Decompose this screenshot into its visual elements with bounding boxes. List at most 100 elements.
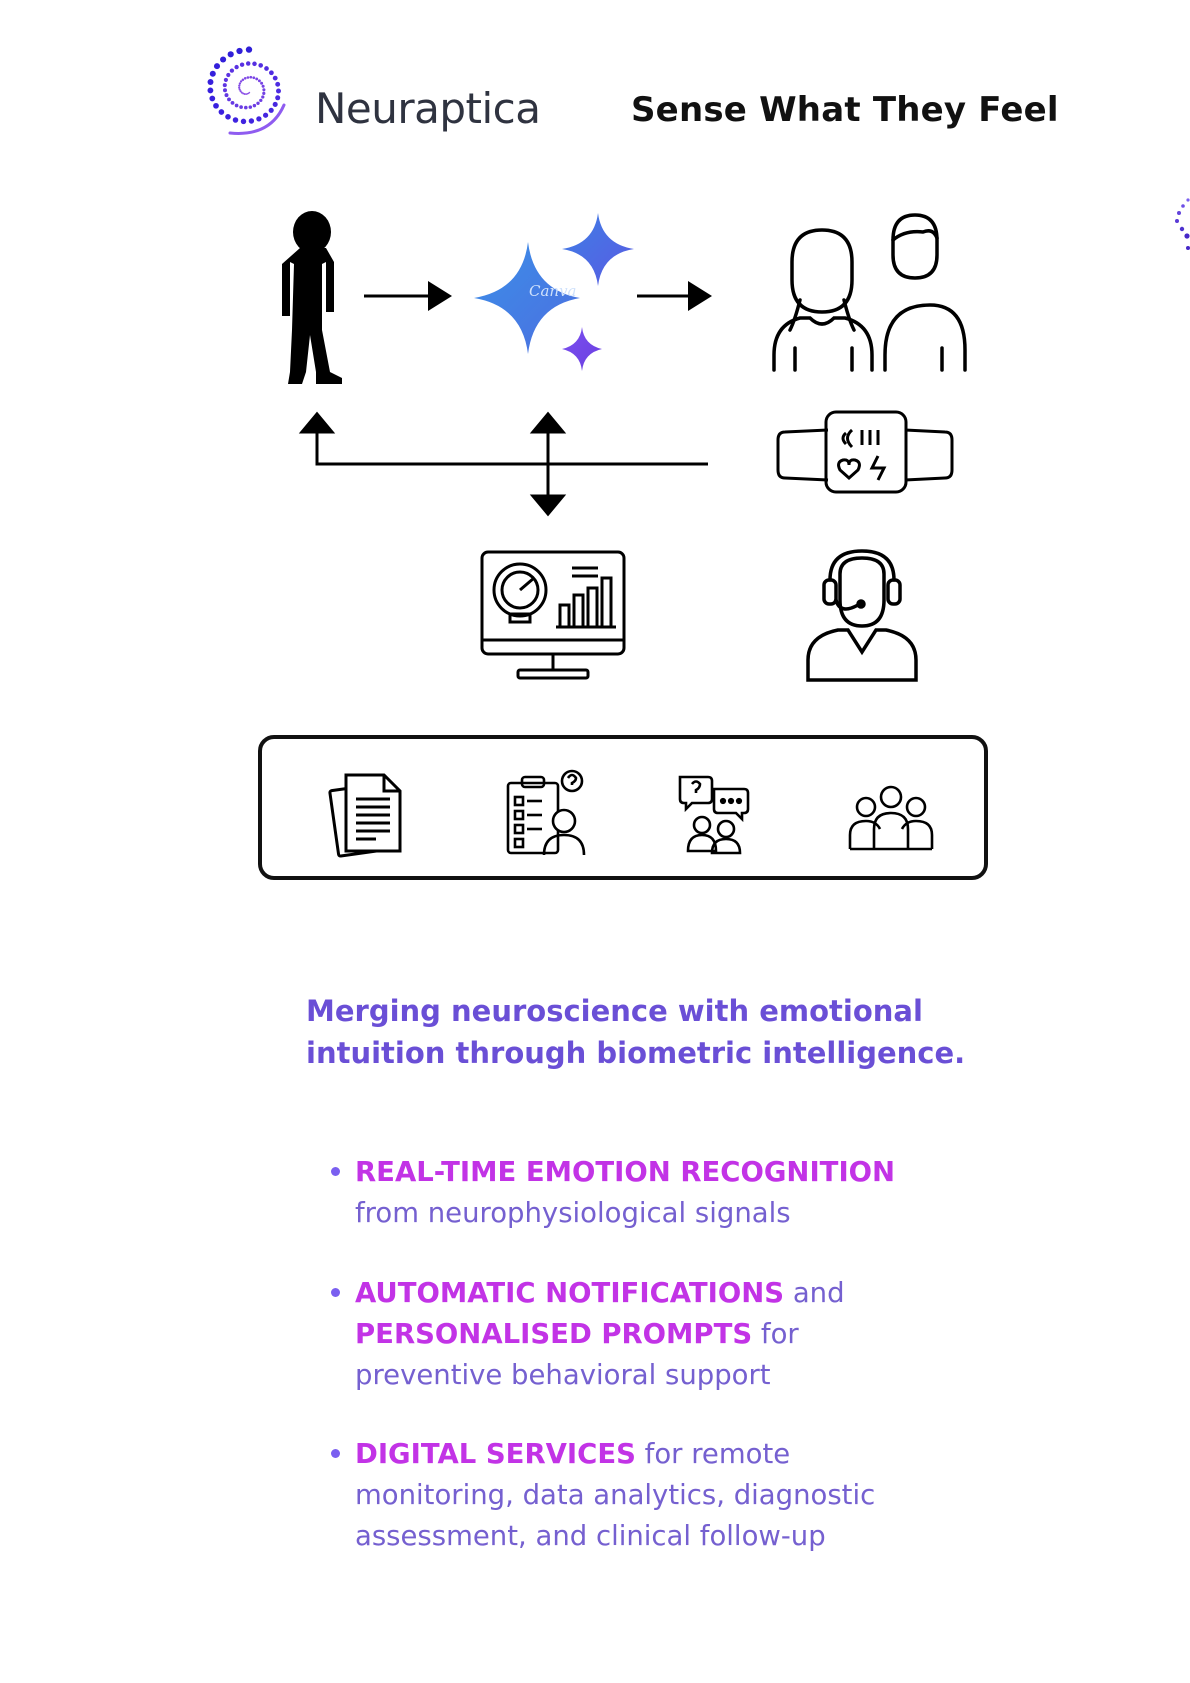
- spiral-dot: [223, 88, 227, 93]
- spiral-dot: [248, 118, 255, 124]
- bullet-icon: [331, 1288, 340, 1297]
- arrow-child-to-ai: [364, 281, 452, 311]
- spiral-dot: [223, 77, 228, 82]
- spiral-dot: [207, 79, 214, 85]
- spiral-dot: [261, 95, 265, 99]
- spiral-dot: [269, 70, 274, 76]
- child-silhouette-icon: [282, 211, 342, 384]
- analytics-monitor-icon: [480, 550, 626, 680]
- canva-watermark: Canva: [529, 282, 577, 300]
- feature-item-digital-services: DIGITAL SERVICES for remote monitoring, …: [331, 1434, 965, 1557]
- feature-highlight: PERSONALISED PROMPTS: [355, 1318, 753, 1350]
- spiral-dot: [248, 105, 253, 109]
- spiral-dot: [238, 86, 241, 89]
- spiral-dot: [209, 95, 216, 102]
- spiral-dot: [224, 93, 229, 98]
- spiral-dot: [213, 63, 221, 70]
- conversation-icon: [678, 775, 750, 855]
- mission-line-1: Merging neuroscience with emotional: [306, 994, 923, 1028]
- feature-text: assessment, and clinical follow-up: [355, 1520, 826, 1552]
- bullet-icon: [331, 1167, 340, 1176]
- spiral-dot: [238, 88, 241, 91]
- spiral-dot: [272, 101, 278, 107]
- spiral-dot: [239, 80, 243, 83]
- spiral-dot: [234, 103, 239, 108]
- bullet-icon: [331, 1449, 340, 1458]
- spiral-dot: [262, 88, 266, 92]
- spiral-dot: [243, 93, 246, 95]
- clinical-questionnaire-icon: [506, 769, 586, 856]
- feature-item-notifications: AUTOMATIC NOTIFICATIONS and PERSONALISED…: [331, 1273, 965, 1396]
- care-flow-diagram: Canva: [282, 211, 967, 682]
- spiral-dot: [256, 101, 260, 105]
- brand-name: Neuraptica: [315, 84, 541, 133]
- spiral-dot: [245, 46, 253, 53]
- spiral-dot: [239, 90, 242, 93]
- spiral-dot: [244, 105, 248, 110]
- spiral-dot: [246, 76, 250, 79]
- spiral-dot: [239, 62, 245, 67]
- spiral-dot: [245, 93, 248, 95]
- feature-text: for: [752, 1318, 799, 1350]
- arrow-ai-to-parents: [637, 281, 712, 311]
- mission-statement: Merging neuroscience with emotional intu…: [306, 990, 1026, 1074]
- documents-icon: [328, 773, 402, 858]
- spiral-dot: [222, 83, 227, 88]
- spiral-dot: [256, 116, 262, 122]
- spiral-dot: [230, 101, 235, 105]
- spiral-dot: [227, 97, 231, 102]
- edge-spiral-fragment-icon: [1175, 198, 1190, 250]
- spiral-dot: [218, 109, 225, 115]
- feature-text: for remote: [635, 1438, 791, 1470]
- support-agent-icon: [806, 549, 918, 682]
- spiral-dot: [238, 84, 241, 87]
- ai-sparkle-icon: Canva: [474, 213, 634, 371]
- spiral-dot: [227, 51, 234, 58]
- spiral-dot: [229, 68, 235, 73]
- spiral-dot: [243, 77, 247, 80]
- spiral-dot: [240, 91, 243, 94]
- spiral-dot: [241, 78, 245, 81]
- feature-text: and: [784, 1277, 845, 1309]
- spiral-dot: [252, 61, 257, 67]
- spiral-dot: [262, 91, 266, 95]
- spiral-dot: [252, 103, 257, 108]
- spiral-dot: [245, 61, 251, 66]
- feature-highlight: AUTOMATIC NOTIFICATIONS: [355, 1277, 785, 1309]
- spiral-dot: [264, 66, 269, 71]
- group-icon: [848, 785, 934, 851]
- assessment-tools-panel: [258, 735, 988, 880]
- spiral-dot: [213, 102, 219, 109]
- spiral-dot: [268, 107, 274, 113]
- spiral-dot: [262, 112, 269, 118]
- spiral-dot: [258, 63, 264, 68]
- spiral-dot: [207, 87, 214, 94]
- feature-text: preventive behavioral support: [355, 1359, 771, 1391]
- spiral-dot: [261, 84, 265, 88]
- feature-highlight: DIGITAL SERVICES: [355, 1438, 636, 1470]
- feature-text: from neurophysiological signals: [355, 1197, 791, 1229]
- spiral-dot: [249, 75, 253, 79]
- brand-spiral-logo-icon: [207, 46, 286, 135]
- spiral-dot: [239, 105, 243, 109]
- feedback-loop-arrows: [298, 411, 708, 517]
- spiral-dot: [276, 88, 281, 94]
- page-tagline: Sense What They Feel: [631, 90, 1059, 130]
- spiral-dot: [259, 98, 263, 103]
- spiral-dot: [225, 114, 231, 120]
- spiral-dot: [260, 81, 264, 85]
- spiral-dot: [209, 70, 216, 77]
- parents-icon: [772, 213, 967, 372]
- feature-text: monitoring, data analytics, diagnostic: [355, 1479, 876, 1511]
- spiral-dot: [255, 77, 259, 81]
- feature-highlight: REAL-TIME EMOTION RECOGNITION: [355, 1156, 896, 1188]
- spiral-dot: [238, 82, 242, 85]
- mission-line-2: intuition through biometric intelligence…: [306, 1036, 966, 1070]
- spiral-dot: [257, 79, 261, 83]
- spiral-dot: [272, 75, 278, 81]
- spiral-dot: [275, 95, 281, 101]
- spiral-dot: [226, 72, 231, 78]
- spiral-dot: [240, 118, 247, 125]
- spiral-dot: [232, 117, 239, 123]
- wearable-band-icon: [776, 410, 954, 494]
